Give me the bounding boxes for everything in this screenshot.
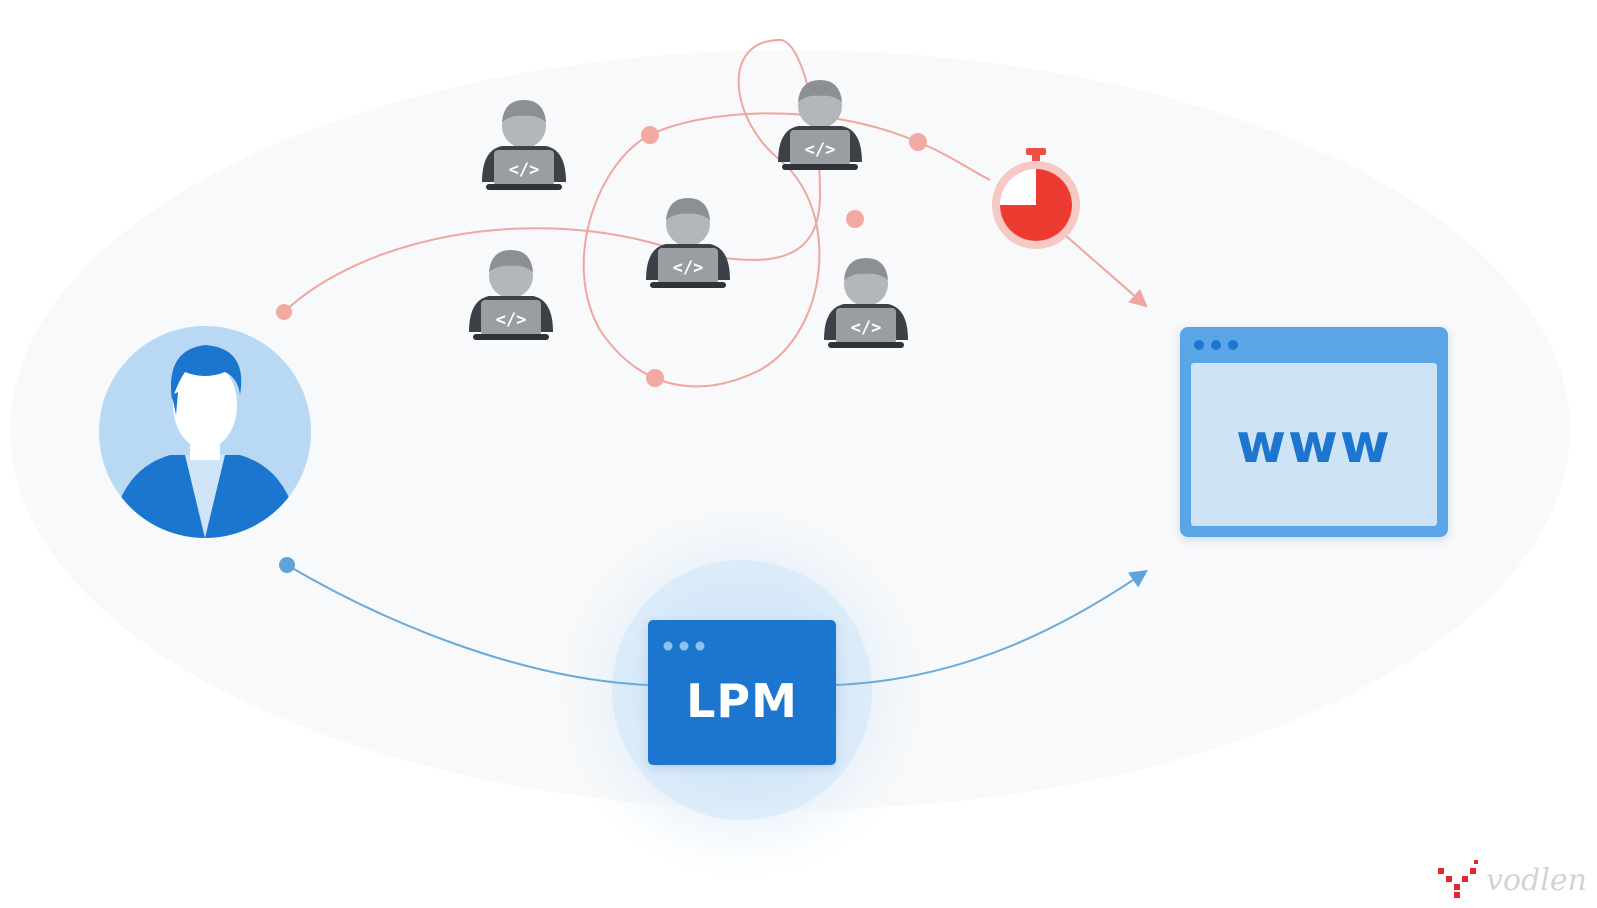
svg-text:</>: </>: [851, 318, 882, 338]
route-dot: [276, 304, 292, 320]
start-dot: [279, 557, 295, 573]
route-dot: [846, 210, 864, 228]
developer-icon: </>: [646, 198, 730, 288]
svg-text:</>: </>: [496, 310, 527, 330]
lpm-route-path: [286, 564, 651, 686]
route-dot: [909, 133, 927, 151]
developer-icon: </>: [778, 80, 862, 170]
developer-icon: </>: [482, 100, 566, 190]
watermark: vodlen: [1436, 860, 1587, 900]
watermark-text: vodlen: [1486, 862, 1587, 898]
lpm-window: LPM: [648, 620, 836, 765]
website-label: www: [1236, 412, 1392, 475]
website-window: www: [1180, 327, 1448, 537]
lpm-label: LPM: [686, 674, 798, 728]
lpm-route-path-out: [834, 569, 1148, 686]
route-dot: [646, 369, 664, 387]
user-avatar-icon: [99, 326, 311, 538]
developer-icon: </>: [469, 250, 553, 340]
stopwatch-icon: [992, 148, 1080, 249]
svg-text:</>: </>: [509, 160, 540, 180]
red-arrow: [1064, 234, 1148, 308]
watermark-logo-icon: [1438, 860, 1479, 898]
route-dot: [641, 126, 659, 144]
svg-text:</>: </>: [673, 258, 704, 278]
background-blob: [10, 50, 1570, 810]
developer-icon: </>: [824, 258, 908, 348]
svg-text:</>: </>: [805, 140, 836, 160]
